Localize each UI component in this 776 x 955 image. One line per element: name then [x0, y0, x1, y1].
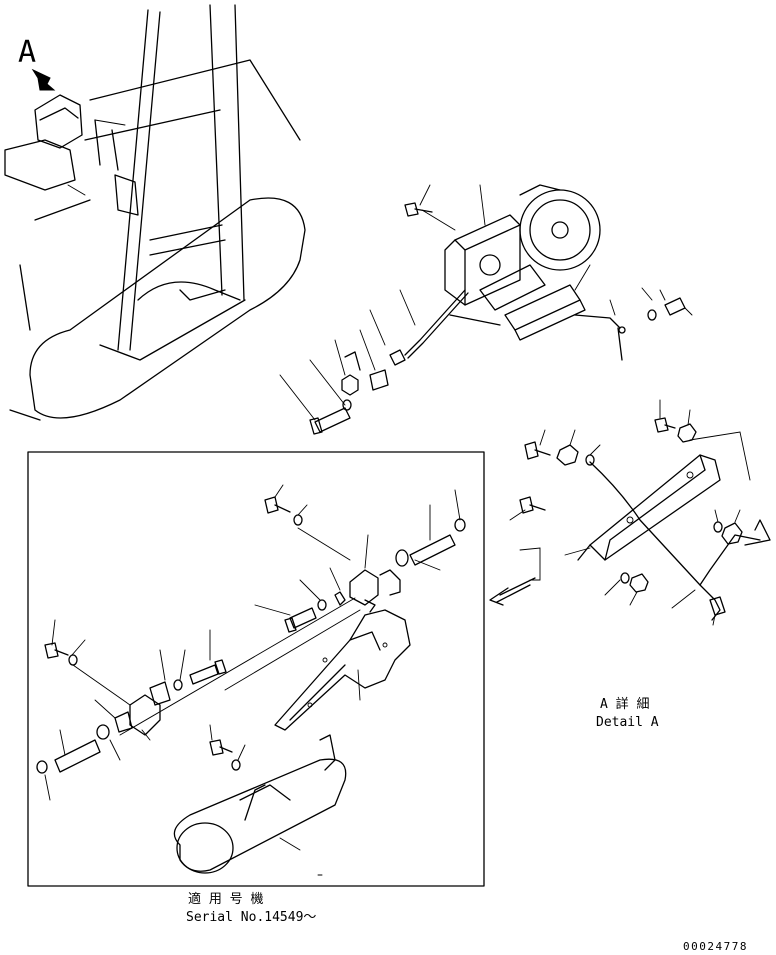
detail-title-ja: A 詳 細 [600, 696, 649, 712]
reel-assembly [279, 184, 693, 435]
applicability-title-ja: 適 用 号 機 [188, 891, 263, 907]
view-label-a: A [18, 35, 36, 70]
applicability-frame [27, 451, 485, 887]
detail-title-en: Detail A [596, 715, 659, 730]
applicability-serial: Serial No.14549～ [186, 910, 316, 925]
machine-overview [4, 4, 306, 421]
detail-a-bracket [489, 399, 771, 626]
boxed-assembly [36, 484, 466, 876]
drawing-number: 00024778 [683, 940, 748, 953]
